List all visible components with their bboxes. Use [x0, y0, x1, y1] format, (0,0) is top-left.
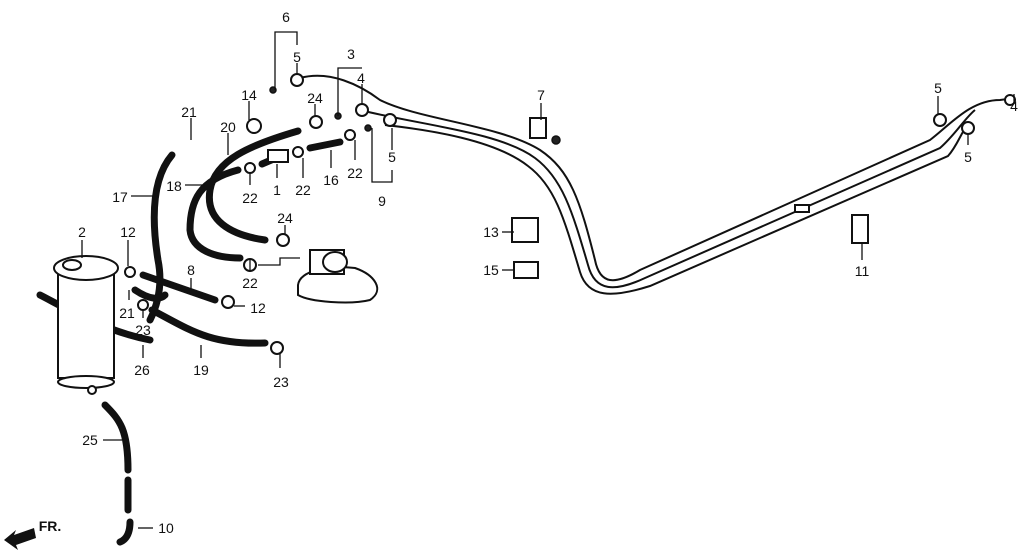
- pipe-fittings: [269, 73, 1016, 213]
- callout-24: 24: [277, 210, 293, 226]
- callout-26: 26: [134, 362, 150, 378]
- callout-21: 21: [181, 104, 197, 120]
- callout-8: 8: [187, 262, 195, 278]
- callout-16: 16: [323, 172, 339, 188]
- callout-21: 21: [119, 305, 135, 321]
- front-direction-label: FR.: [39, 518, 62, 534]
- leader-lines: [81, 31, 1015, 529]
- callout-12: 12: [120, 224, 136, 240]
- callout-5: 5: [293, 49, 301, 65]
- callout-10: 10: [158, 520, 174, 536]
- callout-23: 23: [135, 322, 151, 338]
- hoses: [36, 127, 344, 546]
- callout-22: 22: [242, 190, 258, 206]
- callout-22: 22: [295, 182, 311, 198]
- callout-15: 15: [483, 262, 499, 278]
- fuel-pipe-bundle: [299, 74, 1016, 295]
- callout-18: 18: [166, 178, 182, 194]
- callout-11: 11: [855, 263, 870, 279]
- callout-3: 3: [347, 46, 355, 62]
- callout-20: 20: [220, 119, 236, 135]
- callout-17: 17: [112, 189, 128, 205]
- callout-24: 24: [307, 90, 323, 106]
- valve-assembly: [258, 149, 379, 304]
- charcoal-canister: [53, 255, 119, 395]
- callout-19: 19: [193, 362, 209, 378]
- callout-4: 4: [1010, 98, 1018, 114]
- callout-labels: 6 5 3 4 14 24 21 20 5 9 22 1 22 16 22 18…: [39, 9, 1018, 536]
- callout-5: 5: [964, 149, 972, 165]
- callout-6: 6: [282, 9, 290, 25]
- callout-14: 14: [241, 87, 257, 103]
- callout-22: 22: [242, 275, 258, 291]
- front-direction-arrow: [4, 528, 36, 550]
- callout-2: 2: [78, 224, 86, 240]
- callout-22: 22: [347, 165, 363, 181]
- callout-5: 5: [388, 149, 396, 165]
- callout-9: 9: [378, 193, 386, 209]
- clamps: [124, 115, 869, 355]
- callout-4: 4: [357, 70, 365, 86]
- callout-23: 23: [273, 374, 289, 390]
- callout-5: 5: [934, 80, 942, 96]
- callout-12: 12: [250, 300, 266, 316]
- callout-7: 7: [537, 87, 545, 103]
- callout-13: 13: [483, 224, 499, 240]
- callout-1: 1: [273, 182, 281, 198]
- callout-25: 25: [82, 432, 98, 448]
